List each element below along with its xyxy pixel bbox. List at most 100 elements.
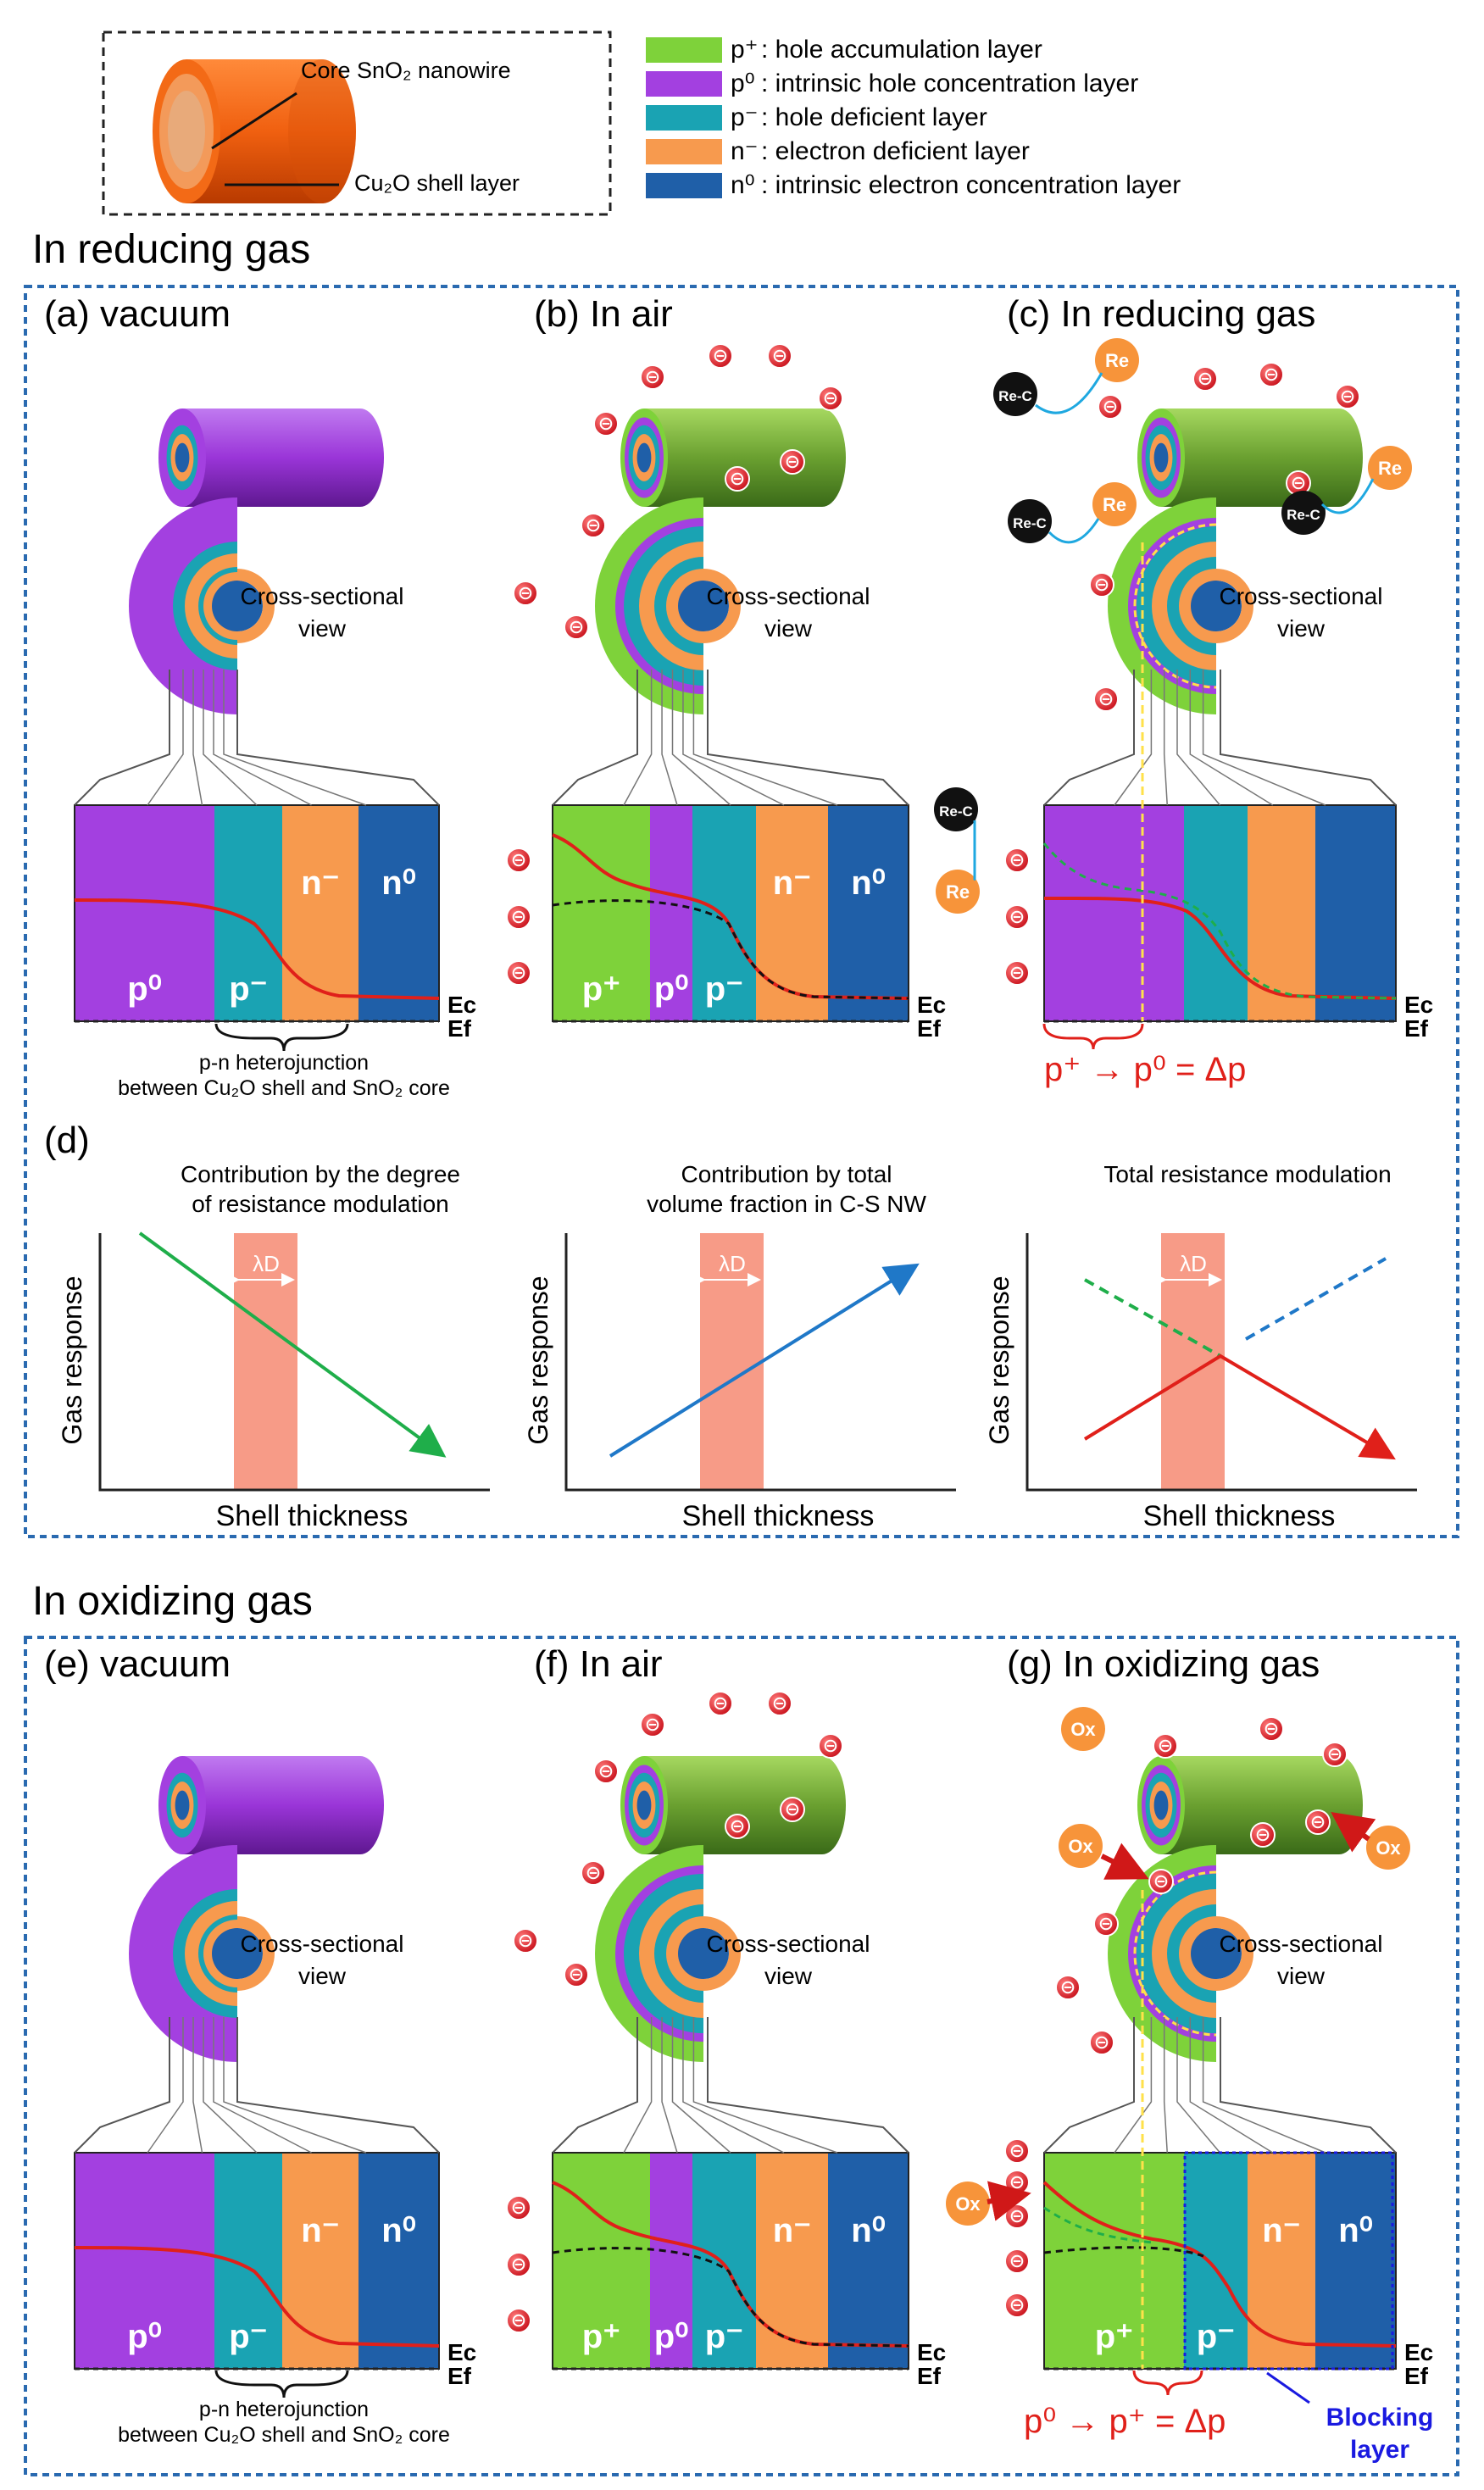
band-segment-label: n⁰ bbox=[381, 2212, 415, 2249]
delta-p-oxidizing: p⁰ → p⁺ = Δp bbox=[1024, 2403, 1226, 2440]
electron-icon-ring bbox=[773, 349, 786, 363]
gas-molecule-label: Re-C bbox=[1013, 515, 1047, 531]
gas-molecule-label: Ox bbox=[1068, 1836, 1093, 1857]
fermi-level-reference bbox=[552, 899, 909, 1000]
cross-section-layer bbox=[678, 1928, 703, 1979]
electron-icon-ring bbox=[1010, 2298, 1024, 2312]
electron-icon-ring bbox=[512, 2314, 525, 2327]
cross-section-label-view: view bbox=[764, 615, 813, 642]
cross-section-layer bbox=[1191, 1928, 1216, 1979]
band-segment-label: n⁰ bbox=[381, 864, 415, 902]
plot-title-line2: of resistance modulation bbox=[192, 1191, 449, 1217]
funnel-line-inner bbox=[192, 2017, 203, 2154]
fermi-level-reference bbox=[1043, 2246, 1204, 2258]
cross-section-layer bbox=[1191, 581, 1216, 631]
ec-label: Ec bbox=[447, 992, 476, 1018]
blocking-pointer bbox=[1266, 2371, 1310, 2404]
ef-label: Ef bbox=[447, 2363, 472, 2389]
cross-section-core-shell bbox=[237, 569, 275, 643]
band-segment bbox=[75, 805, 214, 1021]
ox-adsorption-arrow-2 bbox=[1331, 1812, 1376, 1853]
ec-label: Ec bbox=[917, 992, 946, 1018]
electron-icon-ring bbox=[570, 1968, 583, 1981]
reaction-arrow bbox=[1320, 478, 1375, 514]
legend-text: : hole deficient layer bbox=[761, 103, 987, 131]
panel-a-label: (a) vacuum bbox=[44, 293, 231, 335]
band-segment bbox=[1248, 805, 1315, 1021]
electron-icon-ring bbox=[1198, 372, 1212, 386]
funnel-line-inner bbox=[223, 670, 367, 806]
electron-icon-ring bbox=[512, 910, 525, 924]
funnel-line-inner bbox=[692, 670, 838, 806]
nanowire-body bbox=[644, 1756, 846, 1854]
electron-icon-ring bbox=[1311, 1815, 1325, 1829]
heterojunction-label-2: between Cu₂O shell and SnO₂ core bbox=[118, 1076, 450, 1100]
electron-icon-ring bbox=[1264, 1722, 1278, 1736]
cross-section-core bbox=[237, 1928, 263, 1979]
gas-molecule-icon bbox=[1092, 482, 1137, 526]
legend-symbol: n⁰ bbox=[731, 171, 755, 199]
nanowire-ring bbox=[175, 1790, 190, 1820]
reaction-arrow bbox=[1048, 518, 1100, 544]
heterojunction-brace-e bbox=[214, 2370, 349, 2398]
gas-molecule-icon bbox=[1366, 1826, 1410, 1870]
electron-icon-ring bbox=[599, 1765, 613, 1778]
legend-symbol: p⁺ bbox=[731, 36, 759, 64]
ec-label: Ec bbox=[1404, 992, 1433, 1018]
funnel-line-inner bbox=[1176, 670, 1221, 806]
panel-b-label: (b) In air bbox=[534, 293, 673, 335]
electron-icon-ring bbox=[1159, 1739, 1172, 1753]
legend-text: : hole accumulation layer bbox=[761, 36, 1042, 64]
cross-section-label: Cross-sectional bbox=[241, 1931, 404, 1957]
band-segment bbox=[282, 805, 358, 1021]
electron-icon-ring bbox=[1292, 476, 1305, 490]
funnel-line-right bbox=[1220, 2017, 1397, 2154]
heterojunction-label-e-1: p-n heterojunction bbox=[199, 2398, 369, 2421]
nanowire-ring bbox=[636, 1790, 652, 1820]
electron-icon-ring bbox=[512, 853, 525, 867]
funnel-line-left bbox=[1043, 670, 1135, 806]
gas-molecule-label: Re bbox=[946, 881, 970, 903]
funnel-line-inner bbox=[192, 670, 203, 806]
band-segment bbox=[1184, 805, 1248, 1021]
cross-section-core bbox=[703, 1928, 729, 1979]
cross-section-core-shell bbox=[1216, 1916, 1253, 1991]
electron-icon-ring bbox=[773, 1697, 786, 1710]
ec-label: Ec bbox=[447, 2339, 476, 2365]
gas-molecule-label: Re-C bbox=[1287, 507, 1320, 523]
funnel-line-inner bbox=[1163, 2017, 1168, 2154]
fermi-level-shifted bbox=[1043, 2206, 1153, 2244]
gas-molecule-label: Re bbox=[1103, 494, 1126, 515]
band-segment-label: n⁻ bbox=[773, 2212, 812, 2249]
plot-title: Contribution by the degree bbox=[181, 1161, 460, 1187]
ef-label: Ef bbox=[1404, 2363, 1429, 2389]
fermi-level-curve bbox=[552, 2181, 909, 2348]
cross-section-label-view: view bbox=[298, 1963, 347, 1989]
funnel-line-inner bbox=[223, 2017, 367, 2154]
electron-icon-ring bbox=[1264, 368, 1278, 381]
cross-section-core bbox=[703, 581, 729, 631]
panel-d-label: (d) bbox=[44, 1120, 90, 1161]
funnel-line-inner bbox=[682, 2017, 785, 2154]
cross-section-label-view: view bbox=[1277, 615, 1326, 642]
funnel-line-right bbox=[1220, 670, 1397, 806]
electron-icon-ring bbox=[1154, 1875, 1168, 1888]
gas-molecule-icon bbox=[1061, 1707, 1105, 1751]
electron-icon-ring bbox=[1010, 2144, 1024, 2158]
ec-label: Ec bbox=[917, 2339, 946, 2365]
legend-text: : intrinsic electron concentration layer bbox=[761, 171, 1181, 199]
cross-section-core-shell bbox=[1216, 569, 1253, 643]
electron-icon-ring bbox=[1010, 853, 1024, 867]
fermi-level-shifted bbox=[1042, 842, 1397, 1000]
funnel-line-right bbox=[707, 670, 909, 806]
gas-molecule-label: Ox bbox=[955, 2193, 981, 2215]
cross-section-label-view: view bbox=[764, 1963, 813, 1989]
legend-text: : electron deficient layer bbox=[761, 137, 1030, 165]
reaction-arrow bbox=[1035, 372, 1103, 414]
electron-icon-ring bbox=[1099, 1917, 1113, 1931]
